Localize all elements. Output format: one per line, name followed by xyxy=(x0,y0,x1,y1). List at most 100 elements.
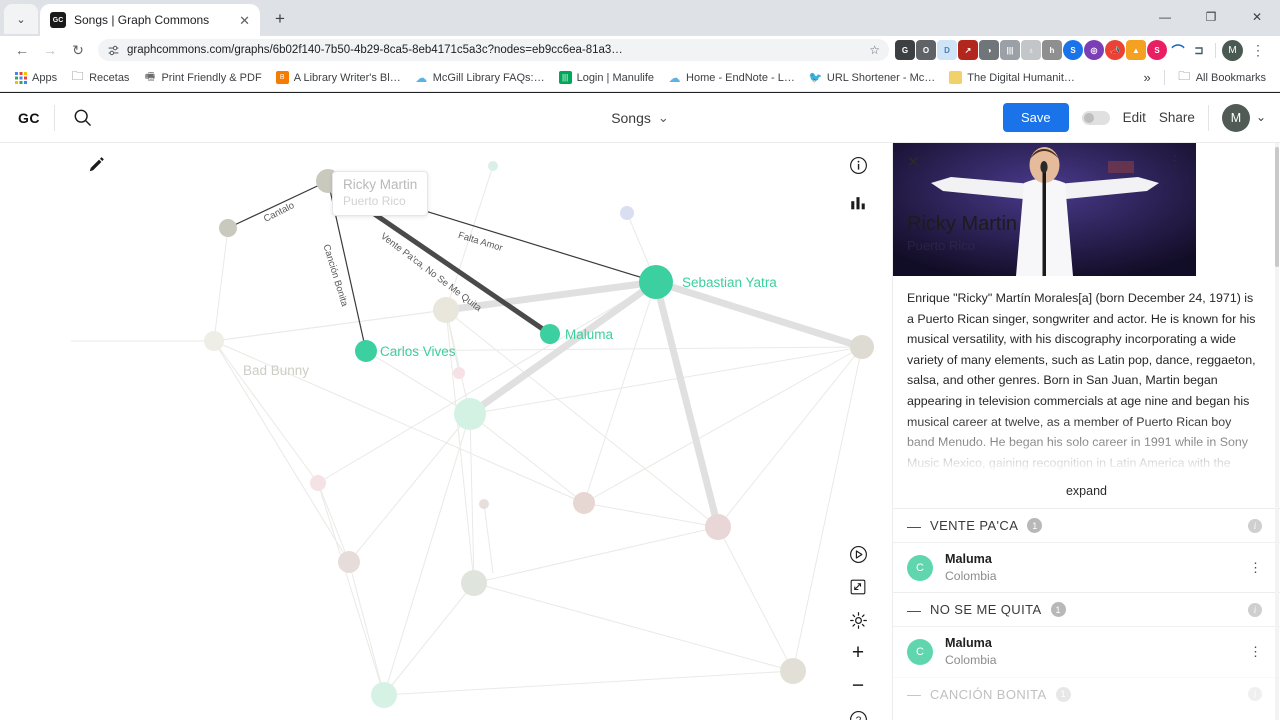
graph-canvas[interactable]: Bad Bunny Sebastian Yatra Maluma Carlos … xyxy=(0,143,892,720)
row-more-icon[interactable]: ⋮ xyxy=(1249,559,1262,575)
share-button[interactable]: Share xyxy=(1158,110,1195,125)
graph-node[interactable] xyxy=(453,367,465,379)
extension-icon[interactable]: ▲ xyxy=(1126,40,1146,60)
extension-icon[interactable]: ⊐ xyxy=(1189,40,1209,60)
expand-description-button[interactable]: expand xyxy=(1065,484,1107,498)
gc-logo[interactable]: GC xyxy=(18,109,40,126)
address-bar[interactable]: graphcommons.com/graphs/6b02f140-7b50-4b… xyxy=(98,39,889,61)
bookmark-apps[interactable]: Apps xyxy=(8,69,63,86)
graph-node-sebastian-yatra[interactable] xyxy=(639,265,673,299)
section-info-icon[interactable]: i xyxy=(1248,518,1262,533)
graph-node[interactable] xyxy=(461,570,487,596)
extension-icon[interactable]: ◎ xyxy=(1084,40,1104,60)
close-window-button[interactable]: ✕ xyxy=(1251,10,1263,24)
graph-node[interactable] xyxy=(573,492,595,514)
settings-button[interactable] xyxy=(846,608,870,632)
fullscreen-button[interactable] xyxy=(846,575,870,599)
extension-icon[interactable]: S xyxy=(1147,40,1167,60)
graph-node[interactable] xyxy=(488,161,498,171)
list-item[interactable]: C Maluma Colombia ⋮ xyxy=(893,542,1280,592)
panel-scrollbar-track[interactable] xyxy=(1275,143,1279,720)
bookmark-url-shortener[interactable]: 🐦 URL Shortener - Mc… xyxy=(803,69,941,86)
extension-icon[interactable]: 📣 xyxy=(1105,40,1125,60)
play-button[interactable] xyxy=(846,542,870,566)
section-info-icon[interactable]: i xyxy=(1248,687,1262,702)
forward-icon[interactable]: → xyxy=(43,42,57,58)
extension-icon[interactable]: ◑ xyxy=(979,40,999,60)
bookmark-digital-humanities[interactable]: The Digital Humanit… xyxy=(943,69,1081,86)
new-tab-button[interactable]: + xyxy=(275,9,285,28)
edit-pencil-button[interactable] xyxy=(85,154,107,176)
extension-icon[interactable]: ↗ xyxy=(958,40,978,60)
extension-icon[interactable]: S xyxy=(1063,40,1083,60)
bookmark-manulife-login[interactable]: ||| Login | Manulife xyxy=(553,69,660,86)
graph-node[interactable] xyxy=(204,331,224,351)
bookmark-endnote-home[interactable]: ☁ Home - EndNote - L… xyxy=(662,69,801,86)
avatar-chevron-down-icon[interactable]: ⌄ xyxy=(1255,109,1266,124)
section-header-cancion-bonita[interactable]: — CANCIÓN BONITA 1 i xyxy=(893,676,1280,711)
reload-icon[interactable]: ↻ xyxy=(72,41,84,58)
url-text: graphcommons.com/graphs/6b02f140-7b50-4b… xyxy=(127,44,623,56)
minimize-button[interactable]: — xyxy=(1159,10,1171,24)
graph-node[interactable] xyxy=(850,335,874,359)
extension-icon[interactable]: O xyxy=(916,40,936,60)
section-header-vente-paca[interactable]: — VENTE PA'CA 1 i xyxy=(893,508,1280,542)
bookmark-print-friendly[interactable]: 🖷 Print Friendly & PDF xyxy=(137,69,267,86)
graph-node[interactable] xyxy=(454,398,486,430)
bookmark-library-writers-blog[interactable]: B A Library Writer's Bl… xyxy=(270,69,407,86)
section-header-no-se-me-quita[interactable]: — NO SE ME QUITA 1 i xyxy=(893,592,1280,626)
tab-favicon-icon: GC xyxy=(50,12,66,28)
maximize-button[interactable]: ❐ xyxy=(1205,10,1217,24)
graph-tools-top xyxy=(846,153,870,215)
bookmarks-bar: Apps 🗀 Recetas 🖷 Print Friendly & PDF B … xyxy=(0,64,1280,92)
graph-node-tooltip-ricky-martin[interactable]: Ricky Martin Puerto Rico xyxy=(332,171,429,216)
browser-menu-icon[interactable]: ⋮ xyxy=(1251,41,1265,58)
edit-mode-toggle[interactable] xyxy=(1081,110,1110,125)
help-button[interactable]: ? xyxy=(846,707,870,720)
section-info-icon[interactable]: i xyxy=(1248,602,1262,617)
browser-tab[interactable]: GC Songs | Graph Commons ✕ xyxy=(40,4,260,36)
bookmark-recetas[interactable]: 🗀 Recetas xyxy=(65,69,135,86)
graph-node[interactable] xyxy=(780,658,806,684)
info-button[interactable] xyxy=(846,153,870,177)
graph-node[interactable] xyxy=(620,206,634,220)
all-bookmarks-button[interactable]: 🗀 All Bookmarks xyxy=(1172,69,1272,86)
bookmarks-overflow-button[interactable]: » xyxy=(1137,68,1156,87)
extension-icon[interactable]: G xyxy=(895,40,915,60)
close-panel-icon[interactable]: ✕ xyxy=(907,154,920,171)
graph-node-carlos-vives[interactable] xyxy=(355,340,377,362)
graph-node[interactable] xyxy=(338,551,360,573)
tab-search-chevron-icon[interactable]: ⌄ xyxy=(4,4,38,34)
user-avatar[interactable]: M xyxy=(1221,103,1250,132)
bookmark-mcgill-library-faqs[interactable]: ☁ McGill Library FAQs:… xyxy=(409,69,551,86)
back-icon[interactable]: ← xyxy=(15,42,29,58)
extension-icon[interactable]: ♁ xyxy=(1021,40,1041,60)
bookmark-star-icon[interactable]: ☆ xyxy=(869,43,880,57)
site-settings-icon[interactable] xyxy=(107,44,120,57)
stats-button[interactable] xyxy=(846,191,870,215)
graph-node[interactable] xyxy=(705,514,731,540)
zoom-in-button[interactable]: + xyxy=(851,641,865,664)
edit-label[interactable]: Edit xyxy=(1122,110,1146,125)
tab-close-icon[interactable]: ✕ xyxy=(239,12,250,28)
panel-more-icon[interactable]: ⋮ xyxy=(1168,152,1182,168)
extension-icon[interactable]: h xyxy=(1042,40,1062,60)
graph-node-maluma[interactable] xyxy=(540,324,560,344)
graph-node[interactable] xyxy=(310,475,326,491)
graph-node[interactable] xyxy=(479,499,489,509)
extension-icon[interactable]: D xyxy=(937,40,957,60)
save-button[interactable]: Save xyxy=(1003,103,1069,132)
folder-icon: 🗀 xyxy=(1178,69,1191,83)
profile-avatar[interactable]: M xyxy=(1222,39,1243,61)
panel-scrollbar-thumb[interactable] xyxy=(1275,147,1279,267)
search-button[interactable] xyxy=(55,108,109,127)
chevron-down-icon: ⌄ xyxy=(657,109,669,125)
zoom-out-button[interactable]: − xyxy=(851,674,865,697)
graph-node-bad-bunny[interactable] xyxy=(219,219,237,237)
extension-icon[interactable]: ||| xyxy=(1000,40,1020,60)
list-item[interactable]: C Maluma Colombia ⋮ xyxy=(893,626,1280,676)
row-more-icon[interactable]: ⋮ xyxy=(1249,644,1262,660)
graph-node[interactable] xyxy=(433,297,459,323)
extension-icon[interactable]: ⌒ xyxy=(1168,40,1188,60)
graph-node[interactable] xyxy=(371,682,397,708)
